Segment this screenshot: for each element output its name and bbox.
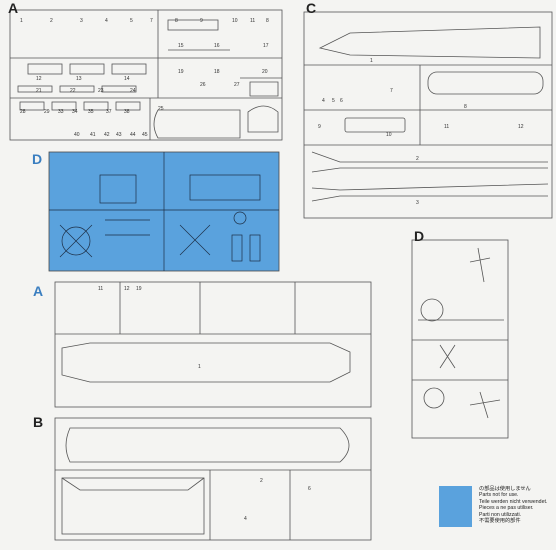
svg-text:15: 15	[178, 43, 184, 49]
svg-text:40: 40	[74, 132, 80, 138]
svg-text:8: 8	[266, 18, 269, 24]
unused-color-swatch	[439, 486, 472, 527]
sprue-label-b: B	[33, 414, 44, 430]
sprue-b-frame	[54, 417, 372, 541]
sprue-c-frame	[303, 11, 553, 219]
sprue-label-d-right: D	[414, 228, 425, 244]
svg-text:8: 8	[464, 104, 467, 110]
svg-text:29: 29	[44, 109, 50, 115]
svg-text:1: 1	[370, 58, 373, 64]
svg-text:43: 43	[116, 132, 122, 138]
svg-text:20: 20	[262, 69, 268, 75]
svg-text:2: 2	[50, 18, 53, 24]
legend-line-it: Parti non utilizzati.	[479, 511, 522, 518]
svg-text:4: 4	[105, 18, 108, 24]
svg-text:41: 41	[90, 132, 96, 138]
svg-text:34: 34	[72, 109, 78, 115]
svg-text:12: 12	[124, 286, 130, 292]
svg-text:27: 27	[234, 82, 240, 88]
svg-text:22: 22	[70, 88, 76, 94]
svg-text:13: 13	[76, 76, 82, 82]
sprue-label-a-bottom: A	[33, 283, 44, 299]
svg-text:8: 8	[175, 18, 178, 24]
svg-text:23: 23	[98, 88, 104, 94]
svg-text:6: 6	[340, 98, 343, 104]
legend-line-zh: 不需要使用的部件	[479, 518, 521, 525]
svg-text:9: 9	[200, 18, 203, 24]
sprue-label-d-blue: D	[32, 151, 43, 167]
svg-text:45: 45	[142, 132, 148, 138]
svg-text:26: 26	[200, 82, 206, 88]
svg-text:11: 11	[250, 18, 255, 24]
svg-text:7: 7	[150, 18, 153, 24]
svg-text:7: 7	[390, 88, 393, 94]
svg-text:44: 44	[130, 132, 136, 138]
sprue-a-top-frame	[9, 9, 283, 141]
svg-text:1: 1	[20, 18, 23, 24]
sprue-d-right-frame	[411, 239, 509, 439]
svg-text:35: 35	[88, 109, 94, 115]
svg-text:42: 42	[104, 132, 110, 138]
svg-text:4: 4	[322, 98, 325, 104]
svg-text:2: 2	[416, 156, 419, 162]
sprue-a-bottom-frame	[54, 281, 372, 408]
svg-text:11: 11	[98, 286, 103, 292]
svg-text:33: 33	[58, 109, 64, 115]
svg-text:11: 11	[444, 124, 449, 130]
svg-text:38: 38	[124, 109, 130, 115]
svg-text:25: 25	[158, 106, 164, 112]
svg-text:1: 1	[198, 364, 201, 370]
svg-text:5: 5	[130, 18, 133, 24]
legend-line-fr: Pieces a ne pas utiliser.	[479, 505, 534, 512]
legend-line-en: Parts not for use.	[479, 492, 519, 499]
svg-text:24: 24	[130, 88, 136, 94]
svg-text:18: 18	[214, 69, 220, 75]
svg-text:28: 28	[20, 109, 26, 115]
svg-text:5: 5	[332, 98, 335, 104]
svg-text:12: 12	[36, 76, 42, 82]
svg-text:6: 6	[308, 486, 311, 492]
svg-text:3: 3	[80, 18, 83, 24]
svg-text:21: 21	[36, 88, 42, 94]
svg-text:3: 3	[416, 200, 419, 206]
sprue-d-unused	[48, 151, 280, 272]
svg-text:10: 10	[386, 132, 392, 138]
svg-text:14: 14	[124, 76, 130, 82]
svg-text:9: 9	[318, 124, 321, 130]
legend-line-ja: の部品は使用しません	[479, 486, 531, 492]
svg-text:12: 12	[518, 124, 524, 130]
svg-text:2: 2	[260, 478, 263, 484]
svg-text:10: 10	[232, 18, 238, 24]
sprue-label-a-top: A	[8, 0, 19, 16]
svg-text:4: 4	[244, 516, 247, 522]
legend-line-de: Teile werden nicht verwendet.	[479, 498, 548, 505]
sprue-label-c: C	[306, 0, 317, 16]
svg-text:19: 19	[178, 69, 184, 75]
svg-text:16: 16	[214, 43, 220, 49]
svg-text:37: 37	[106, 109, 112, 115]
svg-text:17: 17	[263, 43, 269, 49]
svg-text:19: 19	[136, 286, 142, 292]
